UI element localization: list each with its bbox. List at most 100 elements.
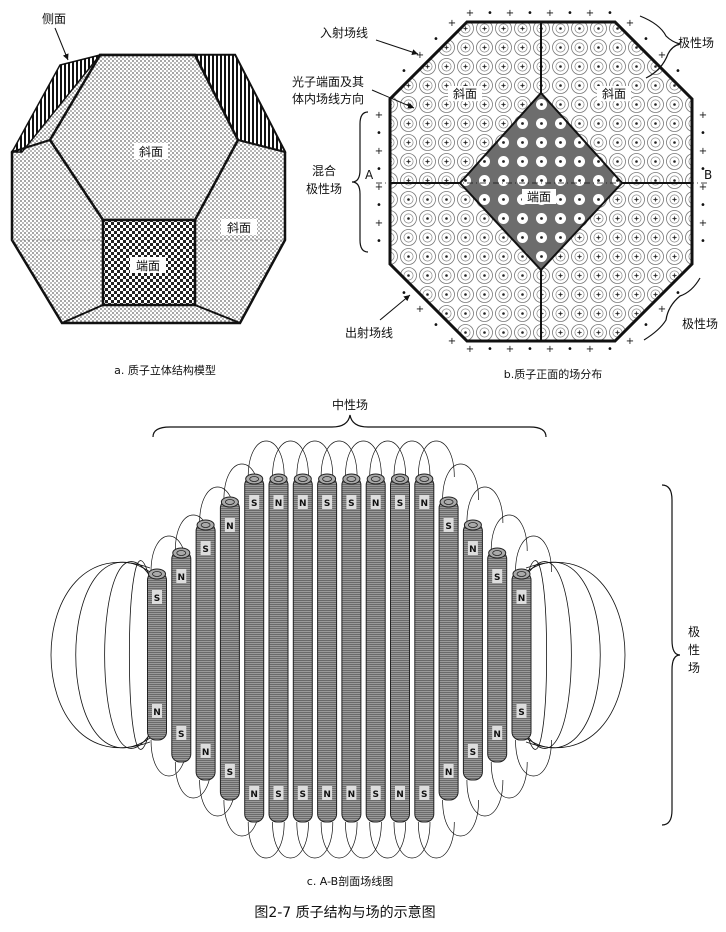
tube-cap-ring (492, 550, 503, 556)
field-loop-top (247, 440, 285, 478)
tube-cap (342, 473, 361, 485)
octagon-outline (388, 20, 694, 343)
field-loop-bottom (442, 799, 479, 837)
panel-a-3d-model: 斜面 斜面 端面 侧面 a. 质子立体结构模型 (10, 12, 287, 377)
tube-cap (245, 473, 264, 485)
tube-cap (391, 473, 409, 485)
polar-field-brace-bottom (643, 277, 701, 341)
tube-cap-ring (200, 522, 211, 528)
pole-box-bottom (322, 786, 333, 800)
neutral-field-brace (152, 414, 547, 438)
label-polar-top: 极性场 (678, 36, 714, 50)
pole-box-top (322, 495, 333, 509)
pole-label-top: N (372, 499, 380, 509)
pole-box-bottom (492, 726, 503, 740)
field-loop-top (345, 440, 382, 478)
magnet-tube: SN (438, 496, 459, 801)
dot-symbol: • (607, 8, 613, 19)
dot-symbol: • (700, 164, 706, 175)
plus-symbol: + (506, 344, 514, 355)
tube-body (414, 476, 435, 823)
magnet-tube: NS (171, 547, 192, 763)
field-loop-bottom (417, 821, 455, 859)
pole-label-top: N (421, 499, 429, 509)
tube-cap (488, 547, 507, 559)
dot-symbol: • (433, 34, 439, 45)
dot-symbol: • (487, 344, 493, 355)
pole-box-top (346, 495, 357, 509)
label-end-face-b: 端面 (527, 190, 551, 204)
magnet-tube: NS (365, 473, 386, 823)
tube-cap-ring (395, 476, 405, 482)
pole-label-bottom: S (178, 730, 184, 740)
tube-body (390, 476, 410, 823)
pole-box-top (467, 541, 478, 555)
dot-symbol: • (700, 128, 706, 139)
tube-body (268, 476, 289, 823)
label-point-b: B (704, 168, 712, 182)
tube-cap (415, 473, 434, 485)
tube-cap (220, 496, 239, 508)
dot-symbol: • (643, 320, 649, 331)
field-loop-bottom (320, 821, 358, 859)
pole-box-bottom (419, 786, 430, 800)
plus-symbol: + (375, 182, 383, 193)
magnet-tube: SN (341, 473, 362, 823)
pole-box-bottom (297, 786, 308, 800)
pole-box-top (224, 518, 235, 532)
field-loop-top (320, 440, 358, 478)
end-face (101, 218, 197, 307)
field-loop-top (393, 440, 431, 478)
pole-label-bottom: N (202, 748, 210, 758)
plus-symbol: + (699, 110, 707, 121)
figure-title: 图2-7 质子结构与场的示意图 (254, 904, 435, 921)
tube-cap (196, 519, 215, 531)
tube-cap (463, 519, 482, 531)
pole-box-top (370, 495, 381, 509)
pole-label-top: S (251, 499, 257, 509)
dot-symbol: • (376, 200, 382, 211)
tube-cap-ring (370, 476, 381, 482)
incoming-pointer (375, 39, 419, 55)
field-loop-top (272, 440, 309, 478)
pole-box-bottom (395, 786, 405, 800)
pole-box-top (492, 569, 503, 583)
pole-box-bottom (443, 764, 454, 778)
field-loop-right (525, 562, 601, 748)
plus-symbol: + (375, 146, 383, 157)
label-neutral-field: 中性场 (332, 397, 368, 412)
tube-cap-ring (273, 476, 284, 482)
dot-symbol: • (487, 8, 493, 19)
plus-symbol: + (626, 18, 634, 29)
dot-symbol: • (376, 236, 382, 247)
pole-label-bottom: N (250, 790, 258, 800)
pole-box-bottom (249, 786, 260, 800)
field-loop-left (50, 561, 151, 749)
caption-c: c. A-B剖面场线图 (307, 874, 393, 888)
label-point-a: A (365, 168, 374, 182)
photon-pointer (371, 89, 415, 109)
pole-label-bottom: N (348, 790, 356, 800)
plus-symbol: + (699, 218, 707, 229)
label-photon-end-2: 体内场线方向 (292, 91, 364, 106)
dot-symbol: • (433, 320, 439, 331)
mixed-field-brace (351, 111, 369, 253)
pole-box-top (152, 590, 162, 604)
label-polar-c-3: 场 (688, 661, 700, 675)
tube-cap (366, 473, 385, 485)
tube-cap-ring (297, 476, 308, 482)
field-loop-bottom (247, 821, 285, 859)
magnet-tube: SN (317, 473, 338, 823)
plus-symbol: + (699, 182, 707, 193)
field-loop-left (129, 560, 151, 750)
magnet-tube: NS (511, 568, 532, 741)
pole-label-bottom: S (421, 790, 427, 800)
pole-label-bottom: S (275, 790, 281, 800)
dot-symbol: • (401, 288, 407, 299)
label-mixed-2: 极性场 (306, 182, 342, 196)
tube-cap-ring (152, 571, 162, 577)
pole-box-top (200, 541, 211, 555)
pole-label-top: S (348, 499, 354, 509)
field-loop-top (417, 440, 455, 478)
